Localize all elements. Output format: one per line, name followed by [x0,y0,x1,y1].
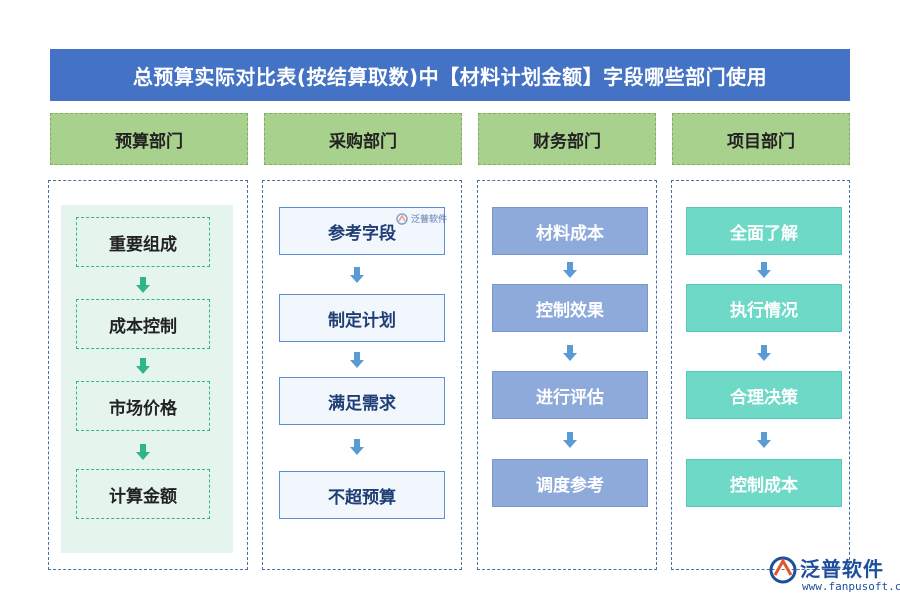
finance-step-4: 调度参考 [492,459,648,507]
project-step-1: 全面了解 [686,207,842,255]
brand-logo-icon [396,212,408,225]
procurement-step-4: 不超预算 [279,471,445,519]
arrow-down-icon [350,352,364,368]
arrow-down-icon [563,432,577,448]
brand-logo: 泛普软件 www.fanpusoft.com [764,552,900,596]
arrow-down-icon [757,262,771,278]
column-frame-procurement [262,180,462,570]
column-frame-budget [48,180,248,570]
column-header-procurement: 采购部门 [264,113,462,165]
arrow-down-icon [350,439,364,455]
watermark-small-text: 泛普软件 [411,215,448,225]
finance-step-3: 进行评估 [492,371,648,419]
arrow-down-icon [136,277,150,293]
column-frame-finance [477,180,657,570]
finance-step-1: 材料成本 [492,207,648,255]
budget-step-3: 市场价格 [76,381,210,431]
arrow-down-icon [563,345,577,361]
procurement-step-1: 参考字段 [279,207,445,255]
watermark-small: 泛普软件 [396,212,447,225]
column-header-budget: 预算部门 [50,113,248,165]
project-step-4: 控制成本 [686,459,842,507]
arrow-down-icon [563,262,577,278]
procurement-step-2: 制定计划 [279,294,445,342]
budget-step-1: 重要组成 [76,217,210,267]
arrow-down-icon [136,444,150,460]
column-header-finance: 财务部门 [478,113,656,165]
brand-url: www.fanpusoft.com [802,580,900,593]
column-frame-project [671,180,850,570]
budget-step-2: 成本控制 [76,299,210,349]
brand-name: 泛普软件 [800,557,884,581]
brand-logo-icon [769,556,797,584]
diagram-title: 总预算实际对比表(按结算取数)中【材料计划金额】字段哪些部门使用 [50,49,850,101]
finance-step-2: 控制效果 [492,284,648,332]
arrow-down-icon [757,345,771,361]
procurement-step-3: 满足需求 [279,377,445,425]
budget-step-4: 计算金额 [76,469,210,519]
project-step-3: 合理决策 [686,371,842,419]
arrow-down-icon [757,432,771,448]
arrow-down-icon [136,358,150,374]
arrow-down-icon [350,267,364,283]
column-header-project: 项目部门 [672,113,850,165]
project-step-2: 执行情况 [686,284,842,332]
column-budget-background [61,205,233,553]
